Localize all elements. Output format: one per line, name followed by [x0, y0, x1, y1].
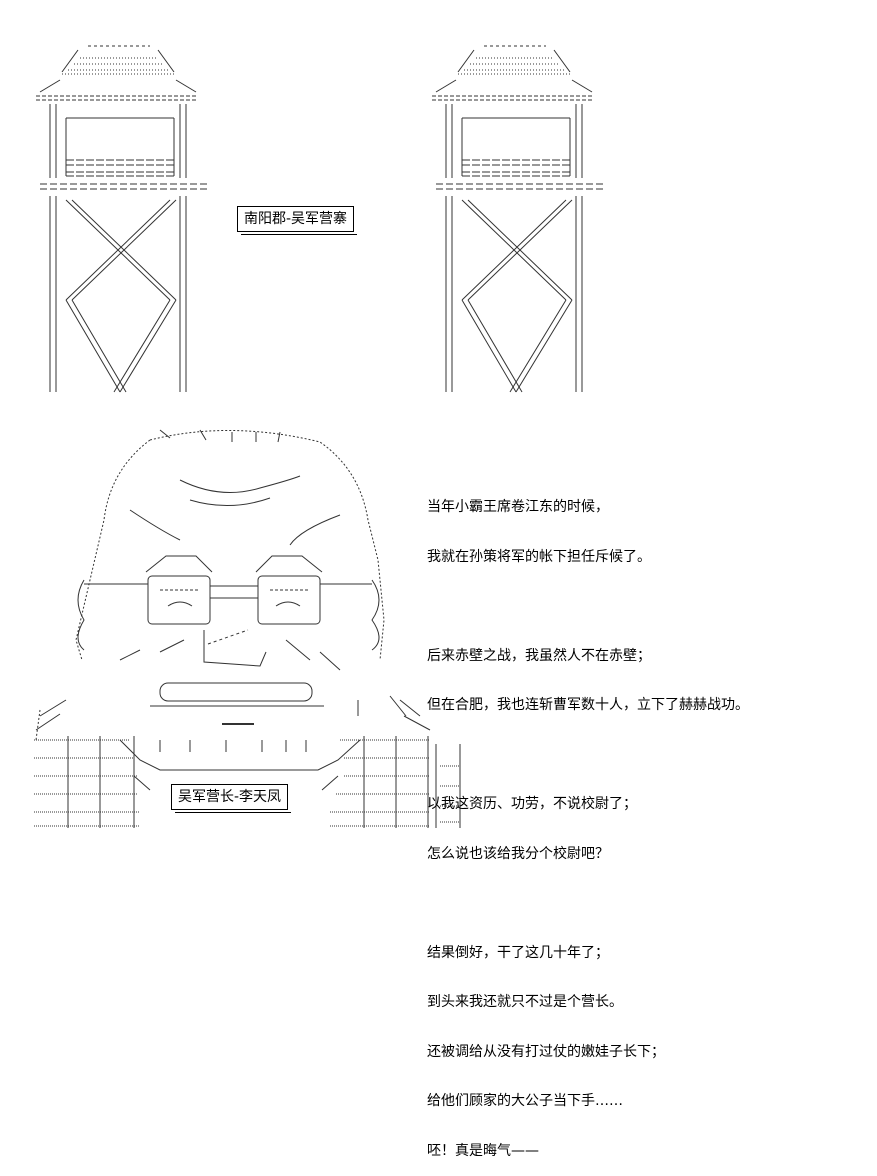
watchtower-left	[36, 45, 210, 393]
captain-label: 吴军营长-李天凤	[171, 784, 292, 813]
story-line: 到头来我还就只不过是个营长。	[427, 994, 623, 1010]
story-line: 但在合肥，我也连斩曹军数十人，立下了赫赫战功。	[427, 697, 749, 713]
story-line: 当年小霸王席卷江东的时候，	[427, 499, 609, 515]
watchtower-right	[432, 45, 606, 393]
camp-label: 南阳郡-吴军营寨	[237, 206, 358, 235]
story-line: 呸！真是晦气——	[427, 1142, 539, 1159]
story-text: 当年小霸王席卷江东的时候， 我就在孙策将军的帐下担任斥候了。 后来赤壁之战，我虽…	[427, 466, 749, 1176]
story-line: 以我这资历、功劳，不说校尉了；	[427, 796, 637, 812]
ascii-art-canvas	[34, 45, 606, 828]
story-line: 还被调给从没有打过仗的嫩娃子长下；	[427, 1043, 665, 1060]
story-line: 我就在孙策将军的帐下担任斥候了。	[427, 548, 651, 565]
story-line: 后来赤壁之战，我虽然人不在赤壁；	[427, 647, 651, 664]
story-line: 怎么说也该给我分个校尉吧？	[427, 845, 609, 862]
story-line: 给他们顾家的大公子当下手……	[427, 1093, 623, 1109]
story-line: 结果倒好，干了这几十年了；	[427, 944, 609, 961]
captain-ascii-figure	[34, 429, 461, 828]
